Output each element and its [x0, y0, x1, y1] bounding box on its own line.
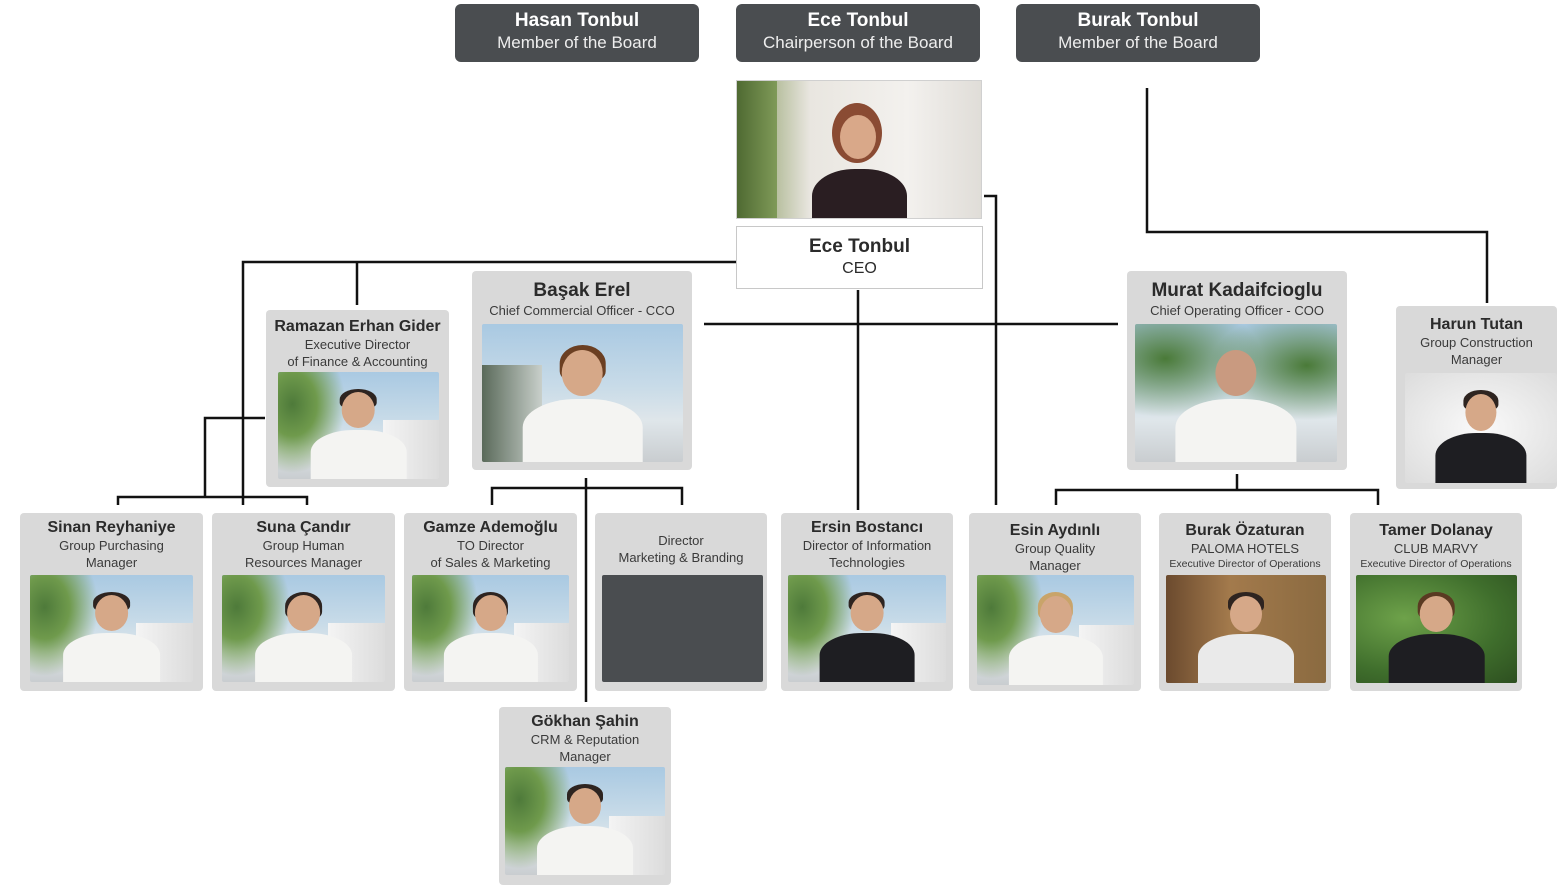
person-role: Manager: [1450, 352, 1503, 367]
staff-card: Tamer Dolanay CLUB MARVY Executive Direc…: [1350, 513, 1522, 691]
board-member-role: Member of the Board: [1058, 33, 1218, 52]
person-role: PALOMA HOTELS: [1190, 541, 1300, 556]
person-name: Başak Erel: [533, 280, 631, 301]
person-role: Chief Operating Officer - COO: [1150, 303, 1324, 318]
person-photo: [1166, 575, 1326, 683]
board-member-card: Hasan Tonbul Member of the Board: [455, 4, 699, 62]
person-role: Manager: [85, 555, 138, 570]
person-photo: [505, 767, 665, 875]
person-role: of Sales & Marketing: [430, 555, 551, 570]
staff-card-vacant: Director Marketing & Branding: [595, 513, 767, 691]
person-name: Tamer Dolanay: [1379, 522, 1493, 539]
person-role: Group Construction: [1420, 335, 1533, 350]
person-photo: [482, 324, 683, 462]
ceo-card: Ece Tonbul CEO: [736, 226, 983, 289]
person-name: Ersin Bostancı: [810, 519, 924, 536]
person-role: Manager: [1029, 558, 1081, 573]
chairperson-card: Ece Tonbul Chairperson of the Board: [736, 4, 980, 62]
person-name: Gamze Ademoğlu: [423, 519, 558, 536]
staff-card: Ersin Bostancı Director of Information T…: [781, 513, 953, 691]
person-role: Marketing & Branding: [618, 550, 744, 565]
staff-card: Sinan Reyhaniye Group Purchasing Manager: [20, 513, 203, 691]
finance-director-card: Ramazan Erhan Gider Executive Director o…: [266, 310, 449, 487]
person-name: Ramazan Erhan Gider: [274, 318, 441, 335]
person-role: TO Director: [457, 538, 524, 553]
person-role: Group Quality: [1014, 541, 1096, 556]
person-name: [595, 518, 767, 526]
person-photo: [222, 575, 385, 682]
board-member-name: Hasan Tonbul: [514, 10, 640, 31]
ceo-photo: [736, 80, 982, 219]
coo-card: Murat Kadaifcioglu Chief Operating Offic…: [1127, 271, 1347, 470]
person-name: Burak Özaturan: [1185, 522, 1305, 539]
staff-card: Esin Aydınlı Group Quality Manager: [969, 513, 1141, 691]
person-photo: [1356, 575, 1517, 683]
staff-card: Gamze Ademoğlu TO Director of Sales & Ma…: [404, 513, 577, 691]
board-member-card: Burak Tonbul Member of the Board: [1016, 4, 1260, 62]
person-role: Director: [658, 533, 704, 548]
person-role: Resources Manager: [244, 555, 363, 570]
staff-card: Burak Özaturan PALOMA HOTELS Executive D…: [1159, 513, 1331, 691]
person-name: Gökhan Şahin: [531, 713, 639, 730]
person-name: Sinan Reyhaniye: [47, 519, 176, 536]
person-role: Group Human: [262, 538, 345, 553]
ceo-name: Ece Tonbul: [809, 236, 910, 257]
person-role: Executive Director of Operations: [1360, 558, 1512, 570]
person-role: Group Purchasing: [59, 538, 164, 553]
person-role: Technologies: [829, 555, 905, 570]
person-role: Director of Information: [802, 538, 932, 553]
person-role: of Finance & Accounting: [287, 354, 428, 369]
person-photo: [278, 372, 439, 479]
person-role: Executive Director of Operations: [1169, 558, 1321, 570]
person-name: Murat Kadaifcioglu: [1151, 280, 1323, 301]
person-name: Esin Aydınlı: [1009, 522, 1101, 539]
person-role: Manager: [559, 749, 611, 764]
staff-card: Suna Çandır Group Human Resources Manage…: [212, 513, 395, 691]
board-member-name: Burak Tonbul: [1077, 10, 1199, 31]
person-role: CLUB MARVY: [1393, 541, 1479, 556]
person-role: Chief Commercial Officer - CCO: [489, 303, 675, 318]
person-photo: [30, 575, 193, 682]
board-member-name: Ece Tonbul: [807, 10, 909, 31]
person-photo: [1405, 373, 1557, 483]
person-name: Suna Çandır: [256, 519, 351, 536]
person-name: Harun Tutan: [1429, 316, 1524, 333]
person-photo: [977, 575, 1134, 685]
person-photo: [788, 575, 946, 682]
construction-manager-card: Harun Tutan Group Construction Manager: [1396, 306, 1557, 489]
photo-placeholder: [602, 575, 763, 682]
person-role: Executive Director: [304, 337, 411, 352]
cco-card: Başak Erel Chief Commercial Officer - CC…: [472, 271, 692, 470]
board-member-role: Chairperson of the Board: [763, 33, 953, 52]
person-photo: [412, 575, 569, 682]
board-member-role: Member of the Board: [497, 33, 657, 52]
person-role: CRM & Reputation: [530, 732, 640, 747]
ceo-role: CEO: [842, 260, 877, 277]
person-photo: [1135, 324, 1337, 462]
crm-manager-card: Gökhan Şahin CRM & Reputation Manager: [499, 707, 671, 885]
